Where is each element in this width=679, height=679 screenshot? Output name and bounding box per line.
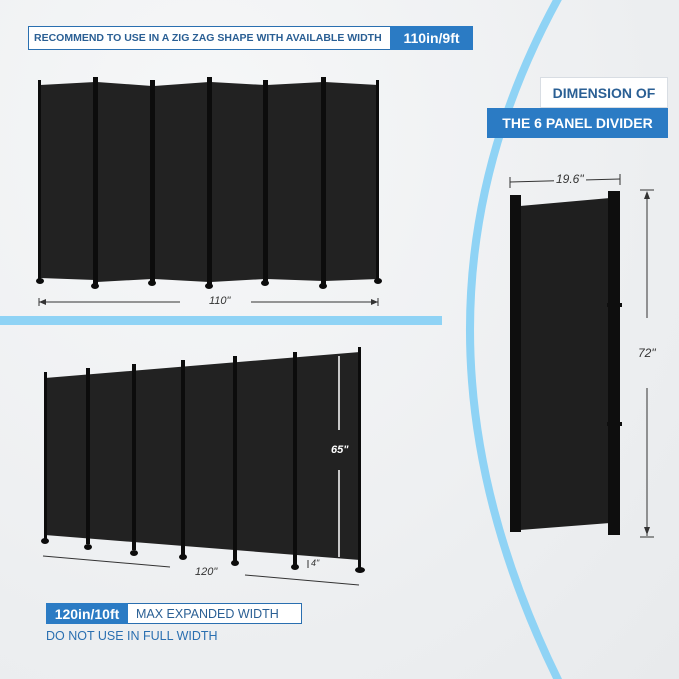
single-width-label: 19.6"	[554, 172, 586, 186]
title-line1: DIMENSION OF	[552, 84, 656, 101]
recommend-value: 110in/9ft	[403, 30, 460, 46]
title-line2: THE 6 PANEL DIVIDER	[502, 115, 653, 131]
recommend-text: RECOMMEND TO USE IN A ZIG ZAG SHAPE WITH…	[34, 32, 382, 44]
recommend-value-box: 110in/9ft	[390, 26, 473, 50]
max-text: MAX EXPANDED WIDTH	[136, 606, 279, 621]
title-line2-box: THE 6 PANEL DIVIDER	[487, 108, 668, 138]
max-value-box: 120in/10ft	[46, 603, 128, 624]
single-height-label: 72"	[638, 346, 656, 360]
full-width-label: 120"	[195, 566, 218, 578]
zigzag-width-label: 110"	[209, 295, 231, 307]
panel-height-label: 65"	[331, 444, 349, 456]
max-value: 120in/10ft	[54, 605, 120, 622]
max-text-box: MAX EXPANDED WIDTH	[128, 603, 302, 624]
leg-height-label: 4"	[311, 558, 320, 568]
recommend-label-box: RECOMMEND TO USE IN A ZIG ZAG SHAPE WITH…	[28, 26, 391, 50]
full-width-warning: DO NOT USE IN FULL WIDTH	[46, 629, 218, 643]
title-line1-box: DIMENSION OF	[540, 77, 668, 108]
